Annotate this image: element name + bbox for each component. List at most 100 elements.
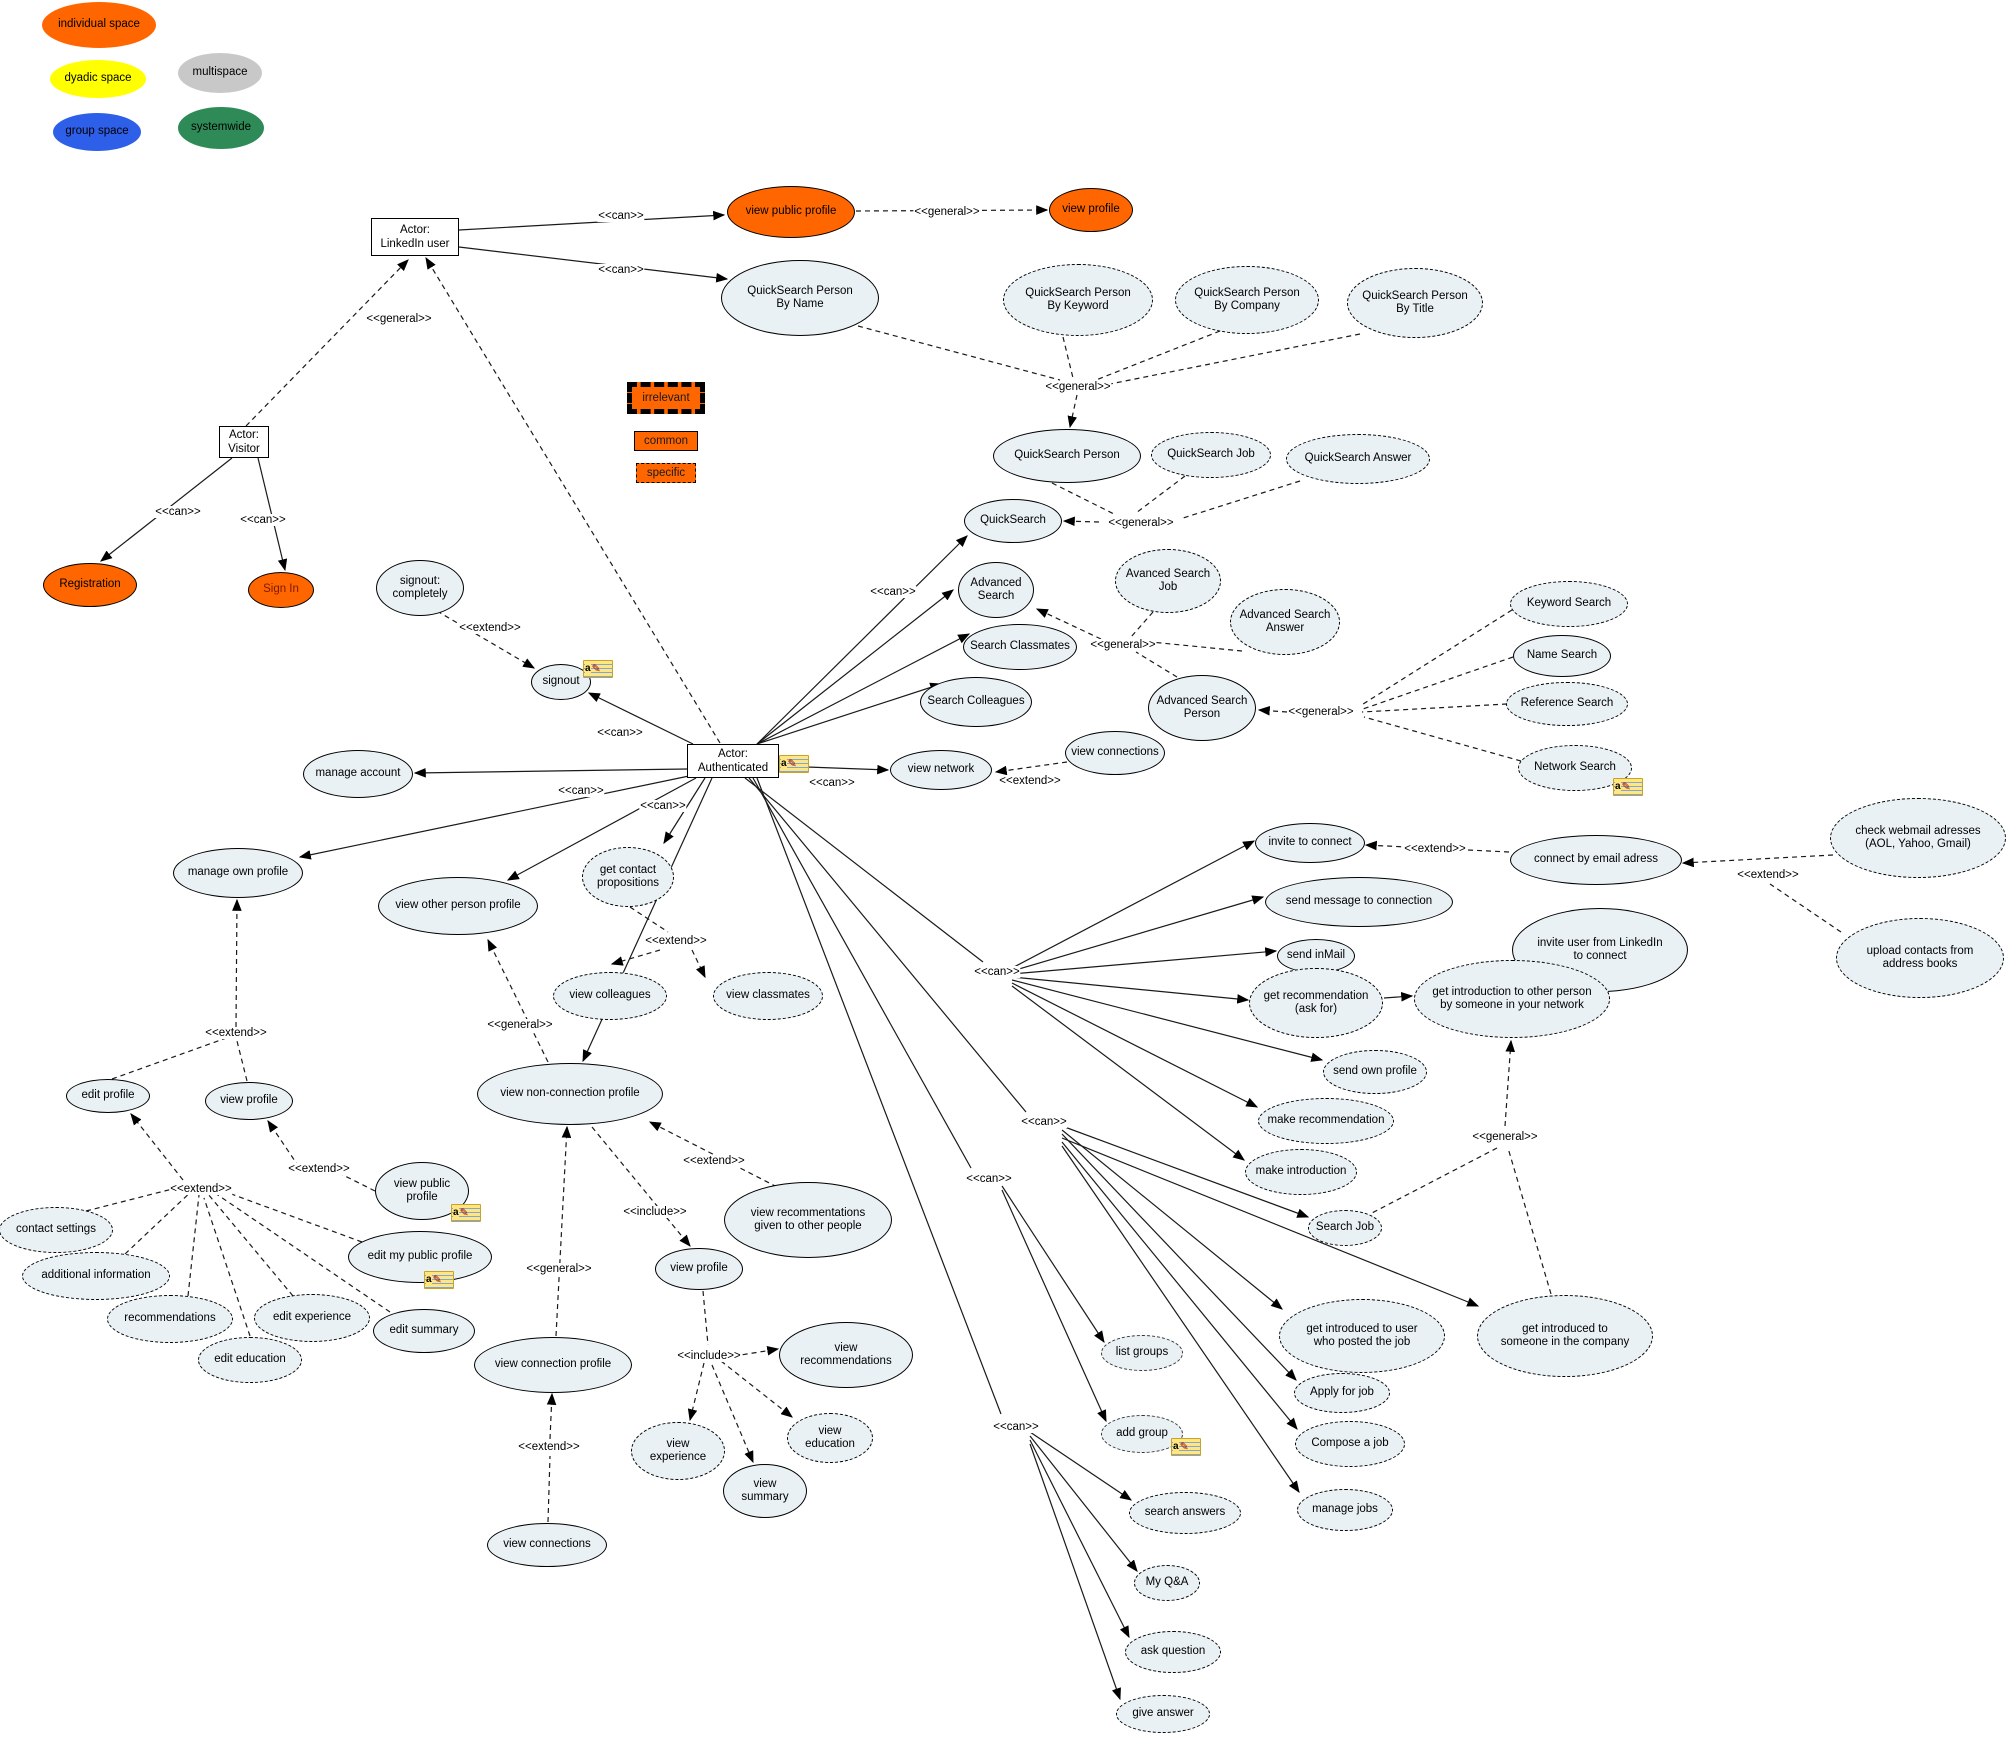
edit-education[interactable]: edit education	[198, 1337, 302, 1383]
edit-summary-label: edit summary	[389, 1324, 459, 1337]
apply-for-job[interactable]: Apply for job	[1294, 1373, 1390, 1413]
network-search-annotation-icon[interactable]: a✎	[1613, 778, 1643, 796]
edit-experience[interactable]: edit experience	[254, 1294, 370, 1342]
edge	[994, 761, 1068, 776]
quicksearch-answer[interactable]: QuickSearch Answer	[1286, 434, 1430, 484]
registration[interactable]: Registration	[43, 563, 137, 607]
advanced-search[interactable]: Advanced Search	[958, 562, 1034, 618]
edit-my-public-profile-annotation-icon[interactable]: a✎	[424, 1271, 454, 1289]
get-introduced-company[interactable]: get introduced to someone in the company	[1477, 1295, 1653, 1377]
actor-linkedin-user[interactable]: Actor: LinkedIn user	[371, 218, 459, 256]
view-network[interactable]: view network	[890, 750, 992, 790]
make-introduction[interactable]: make introduction	[1245, 1149, 1357, 1195]
view-other-person[interactable]: view other person profile	[378, 877, 538, 935]
edit-profile[interactable]: edit profile	[66, 1079, 150, 1113]
view-classmates-label: view classmates	[726, 989, 810, 1002]
qs-person-by-title[interactable]: QuickSearch Person By Title	[1347, 268, 1483, 338]
view-colleagues[interactable]: view colleagues	[553, 972, 667, 1020]
give-answer[interactable]: give answer	[1116, 1695, 1210, 1733]
upload-contacts[interactable]: upload contacts from address books	[1836, 918, 2004, 998]
qs-person-by-name[interactable]: QuickSearch Person By Name	[721, 260, 879, 336]
view-profile-left[interactable]: view profile	[205, 1082, 293, 1120]
manage-jobs[interactable]: manage jobs	[1297, 1489, 1393, 1531]
can-auth-signout-label: <<can>>	[596, 727, 644, 739]
quicksearch-person[interactable]: QuickSearch Person	[993, 429, 1141, 483]
search-colleagues[interactable]: Search Colleagues	[920, 677, 1032, 727]
contact-settings[interactable]: contact settings	[0, 1207, 113, 1253]
quicksearch[interactable]: QuickSearch	[964, 499, 1062, 543]
view-connections-top[interactable]: view connections	[1065, 731, 1165, 775]
search-answers[interactable]: search answers	[1129, 1492, 1241, 1534]
view-profile-top[interactable]: view profile	[1049, 188, 1133, 232]
view-education[interactable]: view education	[787, 1413, 873, 1463]
additional-information-label: additional information	[41, 1269, 151, 1282]
edit-summary[interactable]: edit summary	[373, 1309, 475, 1353]
reference-search[interactable]: Reference Search	[1506, 682, 1628, 726]
connect-by-email[interactable]: connect by email adress	[1510, 835, 1682, 885]
view-profile-mid[interactable]: view profile	[655, 1248, 743, 1290]
edge	[267, 1120, 300, 1168]
sign-in[interactable]: Sign In	[248, 572, 314, 608]
edge	[1011, 840, 1256, 969]
list-groups[interactable]: list groups	[1101, 1335, 1183, 1371]
actor-authenticated[interactable]: Actor: Authenticated	[687, 744, 779, 778]
avanced-search-job[interactable]: Avanced Search Job	[1115, 549, 1221, 613]
view-experience[interactable]: view experience	[631, 1422, 725, 1480]
quicksearch-label: QuickSearch	[980, 514, 1046, 527]
signout[interactable]: signout	[531, 664, 591, 700]
edge	[458, 210, 726, 231]
send-own-profile[interactable]: send own profile	[1323, 1050, 1427, 1094]
view-recommendations[interactable]: view recommendations	[779, 1322, 913, 1388]
view-non-connection-profile[interactable]: view non-connection profile	[477, 1063, 663, 1125]
advanced-search-answer[interactable]: Advanced Search Answer	[1230, 589, 1340, 655]
name-search[interactable]: Name Search	[1513, 635, 1611, 677]
network-search-label: Network Search	[1534, 761, 1616, 774]
advanced-search-person[interactable]: Advanced Search Person	[1148, 675, 1256, 741]
pencil-icon: ✎	[459, 1206, 469, 1219]
qs-person-by-company[interactable]: QuickSearch Person By Company	[1175, 266, 1319, 334]
make-recommendation[interactable]: make recommendation	[1258, 1098, 1394, 1144]
get-contact-propositions[interactable]: get contact propositions	[582, 847, 674, 907]
search-job[interactable]: Search Job	[1308, 1210, 1382, 1246]
additional-information[interactable]: additional information	[22, 1252, 170, 1300]
manage-account[interactable]: manage account	[303, 750, 413, 798]
view-public-profile-small[interactable]: view public profile	[375, 1162, 469, 1220]
edge	[1061, 1125, 1310, 1218]
keyword-search[interactable]: Keyword Search	[1510, 581, 1628, 627]
search-classmates[interactable]: Search Classmates	[963, 624, 1077, 670]
actor-authenticated-annotation-icon[interactable]: a✎	[779, 755, 809, 773]
send-message-connection[interactable]: send message to connection	[1265, 877, 1453, 927]
invite-to-connect[interactable]: invite to connect	[1255, 823, 1365, 863]
get-recommendation[interactable]: get recommendation (ask for)	[1249, 968, 1383, 1038]
advanced-search-answer-label: Advanced Search Answer	[1239, 608, 1331, 634]
compose-a-job[interactable]: Compose a job	[1295, 1421, 1405, 1467]
view-classmates[interactable]: view classmates	[713, 972, 823, 1020]
signout-completely[interactable]: signout: completely	[376, 560, 464, 616]
my-qa[interactable]: My Q&A	[1134, 1565, 1200, 1601]
quicksearch-job[interactable]: QuickSearch Job	[1151, 432, 1271, 478]
actor-visitor[interactable]: Actor: Visitor	[219, 426, 269, 458]
add-group[interactable]: add group	[1101, 1415, 1183, 1453]
manage-own-profile[interactable]: manage own profile	[173, 848, 303, 898]
send-inmail[interactable]: send inMail	[1277, 939, 1355, 973]
extend-editprofile-label: <<extend>>	[169, 1183, 233, 1195]
check-webmail[interactable]: check webmail adresses (AOL, Yahoo, Gmai…	[1830, 798, 2006, 878]
recommendations[interactable]: recommendations	[107, 1295, 233, 1343]
add-group-annotation-icon[interactable]: a✎	[1171, 1438, 1201, 1456]
legend-individual-space: individual space	[42, 2, 156, 48]
qs-person-by-keyword[interactable]: QuickSearch Person By Keyword	[1003, 264, 1153, 336]
view-connections-bottom[interactable]: view connections	[487, 1523, 607, 1567]
view-recommentations-given[interactable]: view recommentations given to other peop…	[724, 1182, 892, 1258]
ask-question[interactable]: ask question	[1125, 1631, 1221, 1673]
view-connection-profile[interactable]: view connection profile	[474, 1337, 632, 1393]
signout-annotation-icon[interactable]: a✎	[583, 660, 613, 678]
view-public-profile-top-label: view public profile	[745, 205, 837, 218]
view-public-profile-top[interactable]: view public profile	[727, 186, 855, 238]
view-summary[interactable]: view summary	[723, 1464, 807, 1518]
get-introduction[interactable]: get introduction to other person by some…	[1414, 960, 1610, 1038]
edit-my-public-profile[interactable]: edit my public profile	[348, 1231, 492, 1283]
get-introduced-user-job[interactable]: get introduced to user who posted the jo…	[1279, 1299, 1445, 1373]
extend-signout-label: <<extend>>	[458, 622, 522, 634]
view-public-profile-small-annotation-icon[interactable]: a✎	[451, 1204, 481, 1222]
edge	[1383, 991, 1414, 1002]
